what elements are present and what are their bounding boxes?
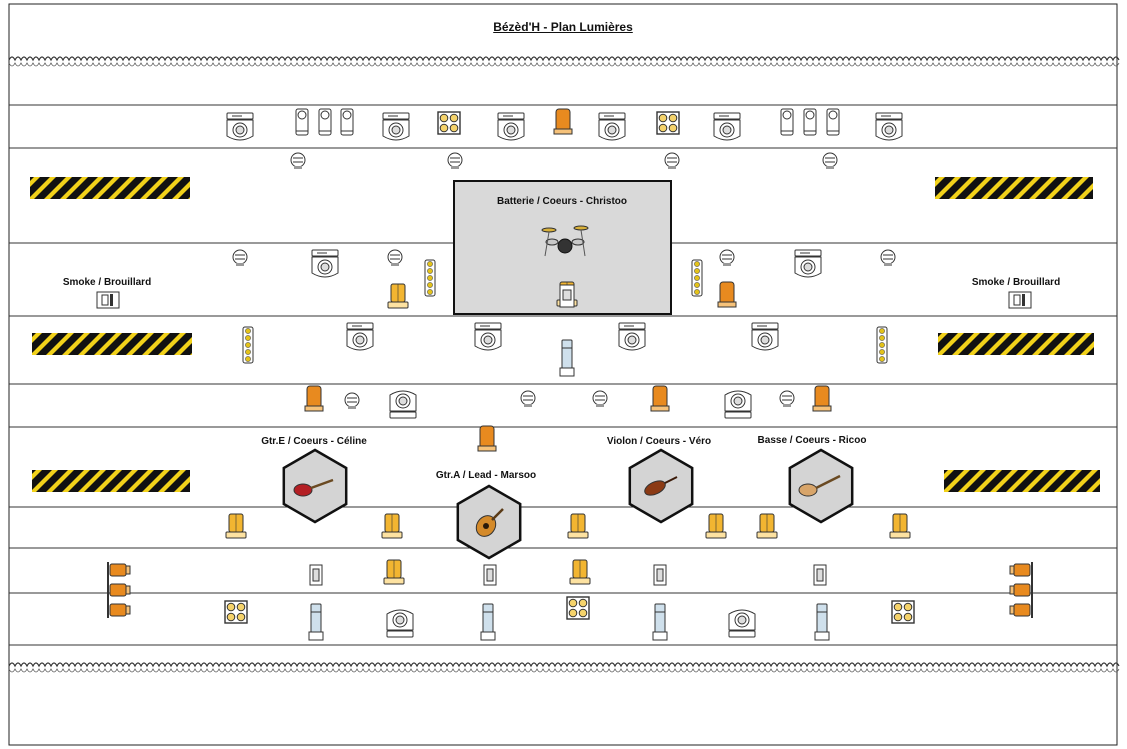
- riser-spot-icon: [559, 284, 575, 308]
- moving-head-icon: [598, 112, 626, 141]
- moving-head-icon: [794, 249, 822, 278]
- par-can-icon: [780, 108, 794, 136]
- moving-head-icon: [474, 322, 502, 351]
- moving-head-icon: [875, 112, 903, 141]
- profile-spot-icon: [653, 564, 667, 586]
- upstage-curtain: [8, 56, 1120, 62]
- moving-head-icon: [346, 322, 374, 351]
- par-can-icon: [803, 108, 817, 136]
- par-can-icon: [826, 108, 840, 136]
- profile-spot-icon: [308, 603, 324, 641]
- hazard-tape-icon: [32, 470, 190, 492]
- profile-spot-icon: [559, 339, 575, 377]
- follow-spot-icon: [889, 513, 911, 539]
- profile-spot-icon: [309, 564, 323, 586]
- musician-label-batterie: Batterie / Coeurs - Christoo: [496, 196, 628, 207]
- smoke-label-left: Smoke / Brouillard: [62, 277, 152, 288]
- hazard-tape-icon: [938, 333, 1094, 355]
- led-quad-par-icon: [566, 596, 590, 620]
- profile-spot-icon: [483, 564, 497, 586]
- blinder-icon: [107, 562, 131, 618]
- mini-spot-icon: [822, 152, 838, 169]
- mini-spot-icon: [344, 392, 360, 409]
- moving-head-icon: [728, 609, 756, 638]
- moving-head-icon: [751, 322, 779, 351]
- moving-head-icon: [724, 390, 752, 419]
- led-bar-icon: [691, 259, 703, 297]
- page-title: Bézèd'H - Plan Lumières: [493, 20, 633, 34]
- mini-spot-icon: [447, 152, 463, 169]
- moving-head-icon: [226, 112, 254, 141]
- par-can-icon: [295, 108, 309, 136]
- amber-par-icon: [717, 281, 737, 308]
- follow-spot-icon: [381, 513, 403, 539]
- smoke-machine-icon: [1008, 291, 1032, 309]
- led-quad-par-icon: [224, 600, 248, 624]
- follow-spot-icon: [756, 513, 778, 539]
- profile-spot-icon: [480, 603, 496, 641]
- moving-head-icon: [497, 112, 525, 141]
- electric-guitar-icon: [293, 478, 334, 497]
- amber-par-icon: [304, 385, 324, 412]
- moving-head-icon: [389, 390, 417, 419]
- led-quad-par-icon: [891, 600, 915, 624]
- amber-par-icon: [553, 108, 573, 135]
- mini-spot-icon: [880, 249, 896, 266]
- mini-spot-icon: [592, 390, 608, 407]
- par-can-icon: [340, 108, 354, 136]
- follow-spot-icon: [569, 559, 591, 585]
- bass-guitar-icon: [798, 474, 841, 497]
- amber-par-icon: [650, 385, 670, 412]
- hazard-tape-icon: [944, 470, 1100, 492]
- follow-spot-icon: [225, 513, 247, 539]
- mini-spot-icon: [779, 390, 795, 407]
- violin-icon: [644, 476, 678, 496]
- profile-spot-icon: [814, 603, 830, 641]
- amber-par-icon: [812, 385, 832, 412]
- mini-spot-icon: [719, 249, 735, 266]
- amber-par-icon: [477, 425, 497, 452]
- moving-head-icon: [713, 112, 741, 141]
- mini-spot-icon: [290, 152, 306, 169]
- led-bar-icon: [242, 326, 254, 364]
- page-border: [8, 3, 1118, 746]
- downstage-curtain: [8, 662, 1120, 668]
- led-quad-par-icon: [656, 111, 680, 135]
- musician-label-gtre: Gtr.E / Coeurs - Céline: [261, 436, 367, 447]
- hazard-tape-icon: [32, 333, 192, 355]
- profile-spot-icon: [652, 603, 668, 641]
- profile-spot-icon: [813, 564, 827, 586]
- mini-spot-icon: [664, 152, 680, 169]
- follow-spot-icon: [383, 559, 405, 585]
- led-bar-icon: [424, 259, 436, 297]
- downstage-curtain-lower: [8, 668, 1120, 673]
- mini-spot-icon: [232, 249, 248, 266]
- moving-head-icon: [618, 322, 646, 351]
- acoustic-guitar-icon: [475, 508, 504, 537]
- hazard-tape-icon: [935, 177, 1093, 199]
- moving-head-icon: [311, 249, 339, 278]
- mini-spot-icon: [520, 390, 536, 407]
- led-quad-par-icon: [437, 111, 461, 135]
- follow-spot-icon: [567, 513, 589, 539]
- upstage-curtain-lower: [8, 62, 1120, 67]
- moving-head-icon: [386, 609, 414, 638]
- led-bar-icon: [876, 326, 888, 364]
- blinder-icon: [1009, 562, 1033, 618]
- hazard-tape-icon: [30, 177, 190, 199]
- musician-label-violon: Violon / Coeurs - Véro: [606, 436, 712, 447]
- follow-spot-icon: [387, 283, 409, 309]
- mini-spot-icon: [387, 249, 403, 266]
- moving-head-icon: [382, 112, 410, 141]
- par-can-icon: [318, 108, 332, 136]
- smoke-label-right: Smoke / Brouillard: [971, 277, 1061, 288]
- follow-spot-icon: [705, 513, 727, 539]
- smoke-machine-icon: [96, 291, 120, 309]
- drum-kit-icon: [541, 225, 589, 257]
- musician-label-gtra: Gtr.A / Lead - Marsoo: [435, 470, 537, 481]
- musician-label-basse: Basse / Coeurs - Ricoo: [757, 435, 867, 446]
